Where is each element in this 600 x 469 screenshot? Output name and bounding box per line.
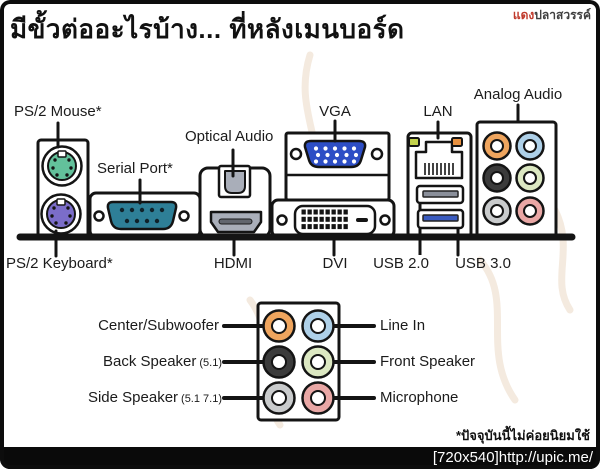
footer-url: [720x540]http://upic.me/ [432,449,593,466]
label-usb-2-0: USB 2.0 [373,255,429,272]
legend-label-line-in: Line In [380,317,426,334]
legend-label-front-speaker: Front Speaker [380,353,476,370]
label-usb-3-0: USB 3.0 [455,255,511,272]
dvi-port [276,204,391,236]
footnote-asterisk: *ปัจจุบันนี้ไม่ค่อยนิยมใช้ [455,428,590,443]
vga-screw-right [370,147,384,161]
leader-lines [54,103,520,258]
dvi-screw-left [276,214,288,226]
legend-jack-microphone [301,381,335,415]
serial-screw-left [93,210,105,222]
hdmi-port [209,210,263,234]
legend-label-text: Side Speaker [87,389,179,406]
label-analog-audio: Analog Audio [473,86,563,103]
label-ps2-keyboard: PS/2 Keyboard* [6,255,113,272]
lan-led-right [451,137,463,147]
watermark-red-part: แดง [512,8,535,22]
legend-jack-front-speaker [301,345,335,379]
label-lan: LAN [423,103,453,120]
watermark-credit: แดงปลาสวรรค์ [513,6,591,25]
label-dvi: DVI [322,255,348,272]
legend-label-text: Back Speaker [102,353,197,370]
legend-jack-back-speaker [262,345,296,379]
label-vga: VGA [319,103,351,120]
watermark-gray-part: ปลาสวรรค์ [534,8,591,22]
label-hdmi: HDMI [213,255,253,272]
jack-front-speaker [515,163,545,193]
legend-jack-line-in [301,309,335,343]
ps2-keyboard-port [40,193,82,235]
usb3-port [416,208,465,230]
footer-bar: [720x540]http://upic.me/ [0,447,600,469]
label-optical-audio: Optical Audio [185,128,274,145]
legend-label-center-subwoofer: Center/Subwoofer [38,317,222,336]
legend-label-side-speaker: Side Speaker(5.1 7.1) [38,389,222,408]
legend-jack-side-speaker [262,381,296,415]
legend-label-microphone: Microphone [380,389,459,406]
label-ps2-mouse: PS/2 Mouse* [14,103,102,120]
jack-side-speaker [482,196,512,226]
serial-port [93,200,190,231]
jack-back-speaker [482,163,512,193]
legend-jack-center-subwoofer [262,309,296,343]
serial-screw-right [178,210,190,222]
legend-label-back-speaker: Back Speaker(5.1) [38,353,222,372]
jack-center-subwoofer [482,131,512,161]
page-title: มีขั้วต่ออะไรบ้าง... ที่หลังเมนบอร์ด [10,14,405,44]
optical-audio-port [217,164,252,199]
legend-lines [222,324,376,400]
usb2-port [415,184,465,205]
analog-audio-jacks [482,131,545,226]
legend-jacks [262,309,335,415]
jack-microphone [515,196,545,226]
legend-label-note: (5.1) [199,357,222,369]
legend-label-note: (5.1 7.1) [181,393,222,405]
dvi-screw-right [379,214,391,226]
lan-led-left [408,137,420,147]
label-serial-port: Serial Port* [97,160,173,177]
vga-port [289,139,384,169]
lan-port [408,137,464,180]
ps2-mouse-port [41,145,83,187]
legend-label-text: Center/Subwoofer [98,317,219,334]
jack-line-in [515,131,545,161]
vga-screw-left [289,147,303,161]
